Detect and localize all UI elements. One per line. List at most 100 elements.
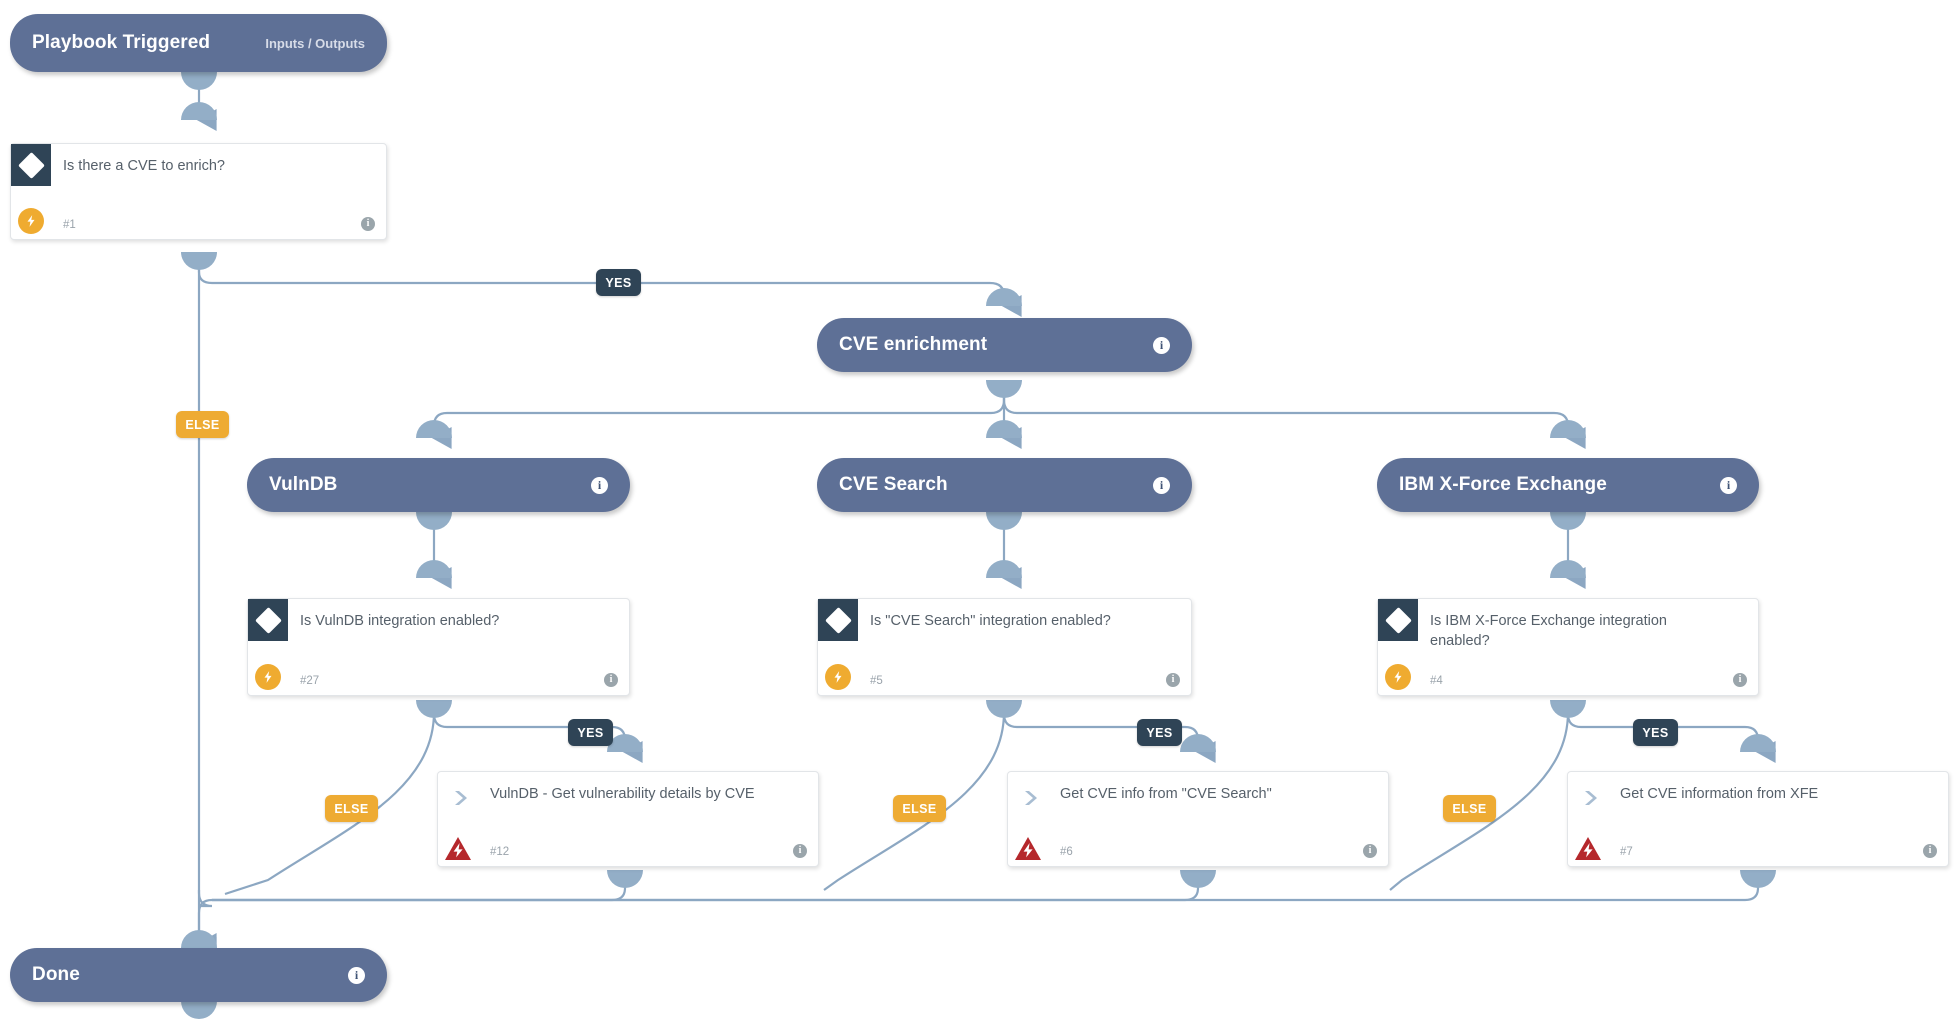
node-title: Get CVE information from XFE xyxy=(1620,786,1819,802)
in-port-xfe xyxy=(1550,420,1586,438)
out-port-xfe xyxy=(1550,512,1586,530)
node-title: Get CVE info from "CVE Search" xyxy=(1060,786,1272,802)
in-port-cond1 xyxy=(181,102,217,120)
edge-action6-to-done xyxy=(212,870,1200,902)
bolt-red-warning-icon xyxy=(444,836,472,862)
edge-enrichment-to-vulndb xyxy=(431,380,1006,449)
bolt-amber-icon xyxy=(825,664,851,690)
in-port-action7 xyxy=(1740,734,1776,752)
out-port-cond1 xyxy=(181,252,217,270)
out-port-action7 xyxy=(1740,870,1776,888)
bolt-red-warning-icon xyxy=(1014,836,1042,862)
node-section-cve-enrichment[interactable]: CVE enrichment i xyxy=(817,318,1192,372)
branch-label-text: ELSE xyxy=(185,417,220,432)
in-port-cond4 xyxy=(1550,560,1586,578)
info-icon[interactable]: i xyxy=(1733,673,1747,687)
node-number: #1 xyxy=(63,219,76,231)
out-port-cond5 xyxy=(986,700,1022,718)
node-action-get-cve-information-from-xfe[interactable]: Get CVE information from XFE #7 i xyxy=(1567,771,1949,867)
bolt-red-warning-icon xyxy=(1574,836,1602,862)
diamond-icon xyxy=(1378,599,1418,641)
out-port-cond4 xyxy=(1550,700,1586,718)
in-port-cond27 xyxy=(416,560,452,578)
node-number: #4 xyxy=(1430,675,1443,687)
node-number: #27 xyxy=(300,675,320,687)
info-icon[interactable]: i xyxy=(591,476,608,494)
branch-label-text: ELSE xyxy=(334,801,369,816)
branch-label-yes-top: YES xyxy=(596,269,641,296)
info-icon[interactable]: i xyxy=(361,217,375,231)
node-condition-cve-search-enabled[interactable]: Is "CVE Search" integration enabled? #5 … xyxy=(817,598,1192,696)
node-title: Is VulnDB integration enabled? xyxy=(300,613,500,629)
diamond-icon xyxy=(818,599,858,641)
connector-ports xyxy=(181,72,1776,1019)
info-icon[interactable]: i xyxy=(348,966,365,984)
info-icon[interactable]: i xyxy=(1363,844,1377,858)
branch-label-text: ELSE xyxy=(1452,801,1487,816)
info-icon[interactable]: i xyxy=(1153,476,1170,494)
in-port-cve-search xyxy=(986,420,1022,438)
in-port-vulndb xyxy=(416,420,452,438)
info-icon[interactable]: i xyxy=(1153,336,1170,354)
node-title: Is IBM X-Force Exchange integration enab… xyxy=(1430,613,1667,649)
node-title: CVE enrichment xyxy=(839,334,988,355)
in-port-cond5 xyxy=(986,560,1022,578)
node-section-cve-search[interactable]: CVE Search i xyxy=(817,458,1192,512)
node-number: #5 xyxy=(870,675,883,687)
info-icon[interactable]: i xyxy=(604,673,618,687)
edge-enrichment-to-xfe xyxy=(1002,380,1586,449)
branch-label-else-cve-search: ELSE xyxy=(893,795,946,822)
node-playbook-triggered[interactable]: Playbook Triggered Inputs / Outputs xyxy=(10,14,387,72)
info-icon[interactable]: i xyxy=(793,844,807,858)
node-condition-vulndb-enabled[interactable]: Is VulnDB integration enabled? #27 i xyxy=(247,598,630,696)
in-port-enrichment xyxy=(986,288,1022,306)
bolt-amber-icon xyxy=(18,208,44,234)
node-action-get-cve-info-from-cve-search[interactable]: Get CVE info from "CVE Search" #6 i xyxy=(1007,771,1389,867)
node-title: Is "CVE Search" integration enabled? xyxy=(870,613,1111,629)
branch-label-text: YES xyxy=(1146,725,1173,740)
bolt-amber-icon xyxy=(1385,664,1411,690)
diamond-icon xyxy=(11,144,51,186)
node-number: #12 xyxy=(490,846,510,858)
node-condition-xfe-enabled[interactable]: Is IBM X-Force Exchange integration enab… xyxy=(1377,598,1759,696)
branch-label-else-xfe: ELSE xyxy=(1443,795,1496,822)
edge-action12-to-done xyxy=(196,870,627,955)
node-section-vulndb[interactable]: VulnDB i xyxy=(247,458,630,512)
node-title: Done xyxy=(32,964,80,985)
info-icon[interactable]: i xyxy=(1923,844,1937,858)
branch-label-text: YES xyxy=(605,275,632,290)
inputs-outputs-link[interactable]: Inputs / Outputs xyxy=(265,35,365,51)
in-port-action6 xyxy=(1180,734,1216,752)
out-port-cond27 xyxy=(416,700,452,718)
node-action-vulndb-get-vulnerability-details[interactable]: VulnDB - Get vulnerability details by CV… xyxy=(437,771,819,867)
branch-label-else-vulndb: ELSE xyxy=(325,795,378,822)
node-number: #6 xyxy=(1060,846,1073,858)
out-port-trigger xyxy=(181,72,217,90)
chevron-right-icon xyxy=(451,788,473,808)
chevron-right-icon xyxy=(1581,788,1603,808)
node-title: VulnDB - Get vulnerability details by CV… xyxy=(490,786,755,802)
node-section-ibm-xforce-exchange[interactable]: IBM X-Force Exchange i xyxy=(1377,458,1759,512)
branch-label-text: YES xyxy=(1642,725,1669,740)
out-port-cve-search xyxy=(986,512,1022,530)
chevron-right-icon xyxy=(1021,788,1043,808)
node-number: #7 xyxy=(1620,846,1633,858)
branch-label-else-top: ELSE xyxy=(176,411,229,438)
node-title: Playbook Triggered xyxy=(32,32,211,53)
branch-label-yes-vulndb: YES xyxy=(568,719,613,746)
node-done[interactable]: Done i xyxy=(10,948,387,1002)
node-title: CVE Search xyxy=(839,474,948,495)
in-port-done xyxy=(181,930,217,948)
out-port-action12 xyxy=(607,870,643,888)
bolt-amber-icon xyxy=(255,664,281,690)
node-condition-is-there-a-cve[interactable]: Is there a CVE to enrich? #1 i xyxy=(10,143,387,240)
node-title: VulnDB xyxy=(269,474,338,495)
node-title: IBM X-Force Exchange xyxy=(1399,474,1607,495)
info-icon[interactable]: i xyxy=(1720,476,1737,494)
edge-cond1-else-spine xyxy=(197,252,213,908)
out-port-enrichment xyxy=(986,380,1022,398)
info-icon[interactable]: i xyxy=(1166,673,1180,687)
branch-label-text: ELSE xyxy=(902,801,937,816)
out-port-vulndb xyxy=(416,512,452,530)
